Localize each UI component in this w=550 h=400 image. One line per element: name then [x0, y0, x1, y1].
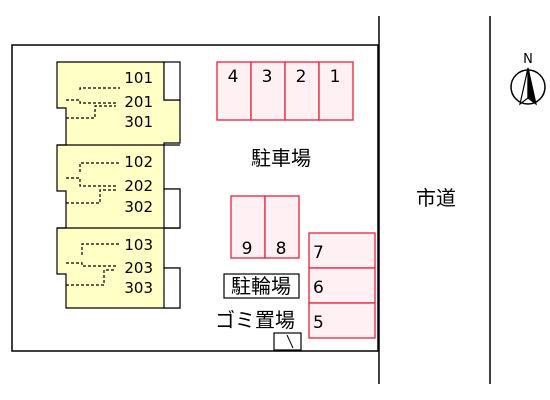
- parking-space: [216, 61, 252, 121]
- unit-label: 203: [124, 259, 153, 277]
- parking-space-number: 6: [313, 278, 324, 298]
- unit-labels: 101 201 301 102 202 302 103 203 303: [124, 69, 153, 297]
- parking-space-number: 1: [330, 67, 341, 87]
- unit-label: 103: [124, 236, 153, 254]
- unit-label: 201: [124, 93, 153, 111]
- garbage-label: ゴミ置場: [215, 308, 295, 332]
- parking-space: [318, 61, 354, 121]
- bicycle-parking-box: [223, 273, 300, 299]
- parking-space: [264, 195, 300, 259]
- road-label: 市道: [416, 186, 456, 210]
- building: 101 201 301 102 202 302 103 203 303: [56, 61, 181, 309]
- unit-label: 303: [124, 279, 153, 297]
- parking-space-number: 8: [276, 239, 287, 259]
- garbage-box-mark: [286, 334, 294, 349]
- building-outline: [56, 61, 181, 309]
- parking-space-number: 5: [313, 313, 324, 333]
- parking-space-number: 2: [296, 67, 307, 87]
- unit-label: 102: [124, 153, 153, 171]
- north-label: N: [523, 52, 533, 67]
- parking-space: [250, 61, 286, 121]
- interior-dashed-lines: [66, 87, 120, 286]
- parking-label: 駐車場: [251, 146, 311, 170]
- bicycle-parking-label: 駐輪場: [231, 274, 291, 298]
- balcony-3: [163, 267, 181, 309]
- parking-space: [230, 195, 266, 259]
- parking-spaces: 4 3 2 1 9 8 7 6 5: [216, 61, 376, 339]
- parking-space: [308, 302, 376, 339]
- parking-space: [284, 61, 320, 121]
- balcony-2: [163, 188, 181, 229]
- parking-space-number: 9: [242, 239, 253, 259]
- unit-label: 202: [124, 177, 153, 195]
- balcony-1: [163, 61, 181, 101]
- garbage-box: [273, 332, 302, 351]
- parking-space-number: 4: [228, 67, 239, 87]
- unit-label: 101: [124, 69, 153, 87]
- unit-label: 302: [124, 198, 153, 216]
- parking-space-number: 3: [262, 67, 273, 87]
- parking-space: [308, 232, 376, 269]
- unit-label: 301: [124, 113, 153, 131]
- north-arrow-icon: N: [510, 52, 546, 106]
- parking-space-number: 7: [313, 243, 324, 263]
